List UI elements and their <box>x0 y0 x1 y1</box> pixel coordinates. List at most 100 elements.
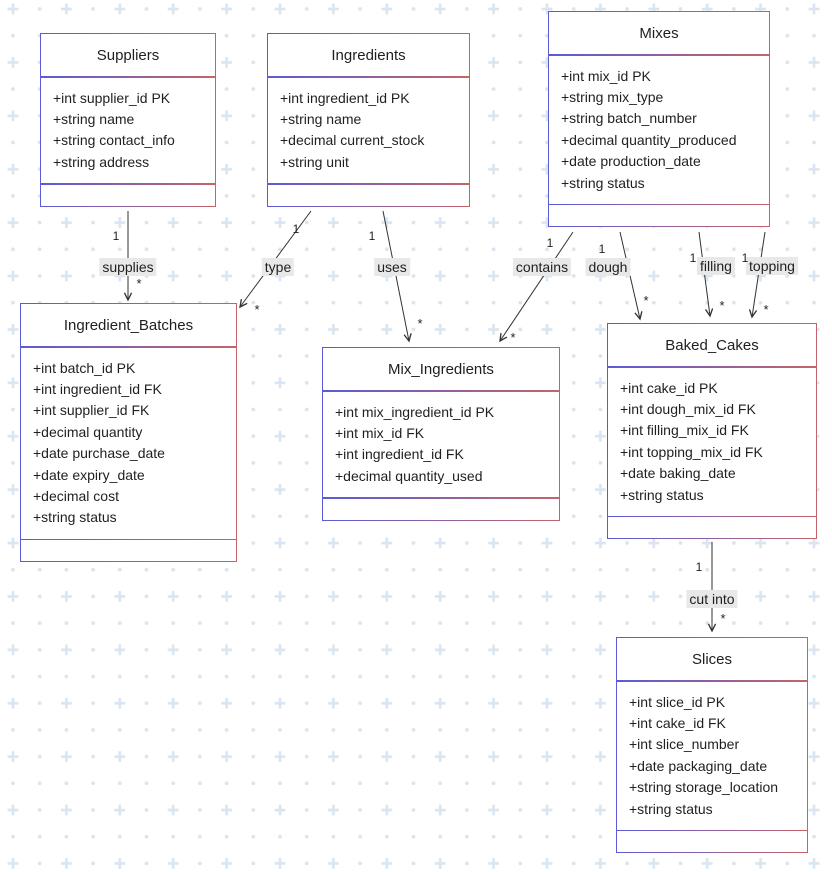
entity-methods-section <box>268 184 469 206</box>
title-divider <box>549 54 769 56</box>
cardinality-source-uses: 1 <box>368 229 376 243</box>
cardinality-source-contains: 1 <box>546 236 554 250</box>
title-divider <box>617 680 807 682</box>
attribute-row: +int slice_id PK <box>629 693 726 710</box>
relationship-label-contains: contains <box>512 258 572 276</box>
entity-methods-section <box>617 831 807 853</box>
entity-attributes-ingredient-batches: +int batch_id PK+int ingredient_id FK+in… <box>21 348 236 539</box>
entity-title-baked-cakes: Baked_Cakes <box>665 336 759 354</box>
entity-ingredients[interactable]: Ingredients +int ingredient_id PK +string … <box>267 33 470 207</box>
cardinality-source-dough: 1 <box>598 242 606 256</box>
entity-attributes-baked-cakes: +int cake_id PK +int dough_mix_id FK +int … <box>608 368 816 516</box>
cardinality-source-type: 1 <box>292 222 300 236</box>
entity-attributes-suppliers: +int supplier_id PK +string name +string c… <box>41 78 215 184</box>
attribute-row: +date packaging_date <box>629 757 768 774</box>
cardinality-target-supplies: * <box>136 276 142 291</box>
relationship-label-supplies: supplies <box>99 258 157 276</box>
cardinality-target-filling: * <box>719 298 725 313</box>
attribute-row: +string unit <box>280 153 349 170</box>
entity-mixes[interactable]: Mixes +int mix_id PK +string mix_type +stri… <box>548 11 770 228</box>
methods-divider <box>41 183 215 185</box>
attribute-row: +string batch_number <box>561 110 697 127</box>
title-divider <box>608 366 816 368</box>
attribute-row: +string mix_type <box>561 88 664 105</box>
attribute-row: +int mix_id PK <box>561 67 651 84</box>
attribute-row: +decimal cost <box>33 487 119 504</box>
entity-methods-section <box>323 498 559 520</box>
cardinality-source-supplies: 1 <box>112 229 120 243</box>
entity-methods-section <box>549 205 769 227</box>
attribute-row: +string status <box>629 800 713 817</box>
cardinality-target-cut-into: * <box>720 611 726 626</box>
entity-title-ingredient-batches: Ingredient_Batches <box>63 316 194 334</box>
entity-title-suppliers: Suppliers <box>96 46 160 64</box>
attribute-row: +int topping_mix_id FK <box>620 443 763 460</box>
entity-baked-cakes[interactable]: Baked_Cakes +int cake_id PK +int dough_mix… <box>607 323 817 540</box>
cardinality-source-topping: 1 <box>741 251 749 265</box>
methods-divider <box>268 183 469 185</box>
cardinality-target-contains: * <box>510 330 516 345</box>
attribute-row: +date expiry_date <box>33 466 145 483</box>
attribute-row: +string name <box>53 110 135 127</box>
attribute-row: +int batch_id PK <box>33 359 136 376</box>
attribute-row: +int slice_number <box>629 736 740 753</box>
attribute-row: +string storage_location <box>629 779 779 796</box>
attribute-row: +int ingredient_id FK <box>33 380 162 397</box>
methods-divider <box>608 515 816 518</box>
attribute-row: +date baking_date <box>620 465 736 482</box>
methods-divider <box>323 497 559 499</box>
entity-title-ingredients: Ingredients <box>331 46 406 64</box>
attribute-row: +int filling_mix_id FK <box>620 422 749 439</box>
attribute-row: +int ingredient_id PK <box>280 89 410 106</box>
attribute-row: +int dough_mix_id FK <box>620 400 756 417</box>
cardinality-source-cut-into: 1 <box>695 560 703 574</box>
attribute-row: +date purchase_date <box>33 445 165 462</box>
title-divider <box>21 346 236 348</box>
entity-title-mixes: Mixes <box>639 24 679 42</box>
cardinality-source-filling: 1 <box>689 251 697 265</box>
attribute-row: +string status <box>561 174 645 191</box>
relationship-label-topping: topping <box>746 257 798 275</box>
attribute-row: +string contact_info <box>53 132 175 149</box>
cardinality-target-dough: * <box>643 293 649 308</box>
attribute-row: +decimal current_stock <box>280 132 425 149</box>
entity-attributes-slices: +int slice_id PK +int cake_id FK +int slic… <box>617 682 807 830</box>
attribute-row: +decimal quantity_produced <box>561 131 737 148</box>
relationship-line-uses <box>382 210 412 343</box>
entity-attributes-mixes: +int mix_id PK +string mix_type +string ba… <box>549 56 769 204</box>
methods-divider <box>617 829 807 832</box>
attribute-row: +int mix_id FK <box>335 424 425 441</box>
relationship-line-contains <box>499 231 574 343</box>
entity-suppliers[interactable]: Suppliers +int supplier_id PK +string name… <box>40 33 216 207</box>
entity-slices[interactable]: Slices+int slice_id PK+int cake_id FK+in… <box>616 637 808 854</box>
relationship-label-dough: dough <box>585 258 631 276</box>
relationship-label-uses: uses <box>374 258 410 276</box>
methods-divider <box>549 203 769 206</box>
entity-methods-section <box>21 540 236 562</box>
entity-attributes-ingredients: +int ingredient_id PK +string name +decima… <box>268 78 469 184</box>
attribute-row: +string name <box>280 110 362 127</box>
entity-methods-section <box>41 184 215 206</box>
attribute-row: +decimal quantity <box>33 423 143 440</box>
cardinality-target-type: * <box>254 302 260 317</box>
attribute-row: +int mix_ingredient_id PK <box>335 403 495 420</box>
attribute-row: +int cake_id FK <box>629 714 726 731</box>
entity-mix-ingredients[interactable]: Mix_Ingredients +int mix_ingredient_id PK… <box>322 347 560 521</box>
cardinality-target-uses: * <box>417 316 423 331</box>
entity-methods-section <box>608 517 816 539</box>
attribute-row: +date production_date <box>561 153 701 170</box>
entity-ingredient-batches[interactable]: Ingredient_Batches +int batch_id PK +int i… <box>20 303 237 563</box>
title-divider <box>268 76 469 78</box>
relationship-label-cut-into: cut into <box>686 590 738 608</box>
cardinality-target-topping: * <box>763 302 769 317</box>
attribute-row: +string status <box>620 486 704 503</box>
attribute-row: +int supplier_id PK <box>53 89 171 106</box>
attribute-row: +int cake_id PK <box>620 379 718 396</box>
entity-title-mix-ingredients: Mix_Ingredients <box>388 360 494 378</box>
entity-attributes-mix-ingredients: +int mix_ingredient_id PK +int mix_id FK +… <box>323 392 559 498</box>
attribute-row: +string address <box>53 153 150 170</box>
methods-divider <box>21 538 236 541</box>
title-divider <box>323 390 559 392</box>
attribute-row: +int ingredient_id FK <box>335 446 464 463</box>
